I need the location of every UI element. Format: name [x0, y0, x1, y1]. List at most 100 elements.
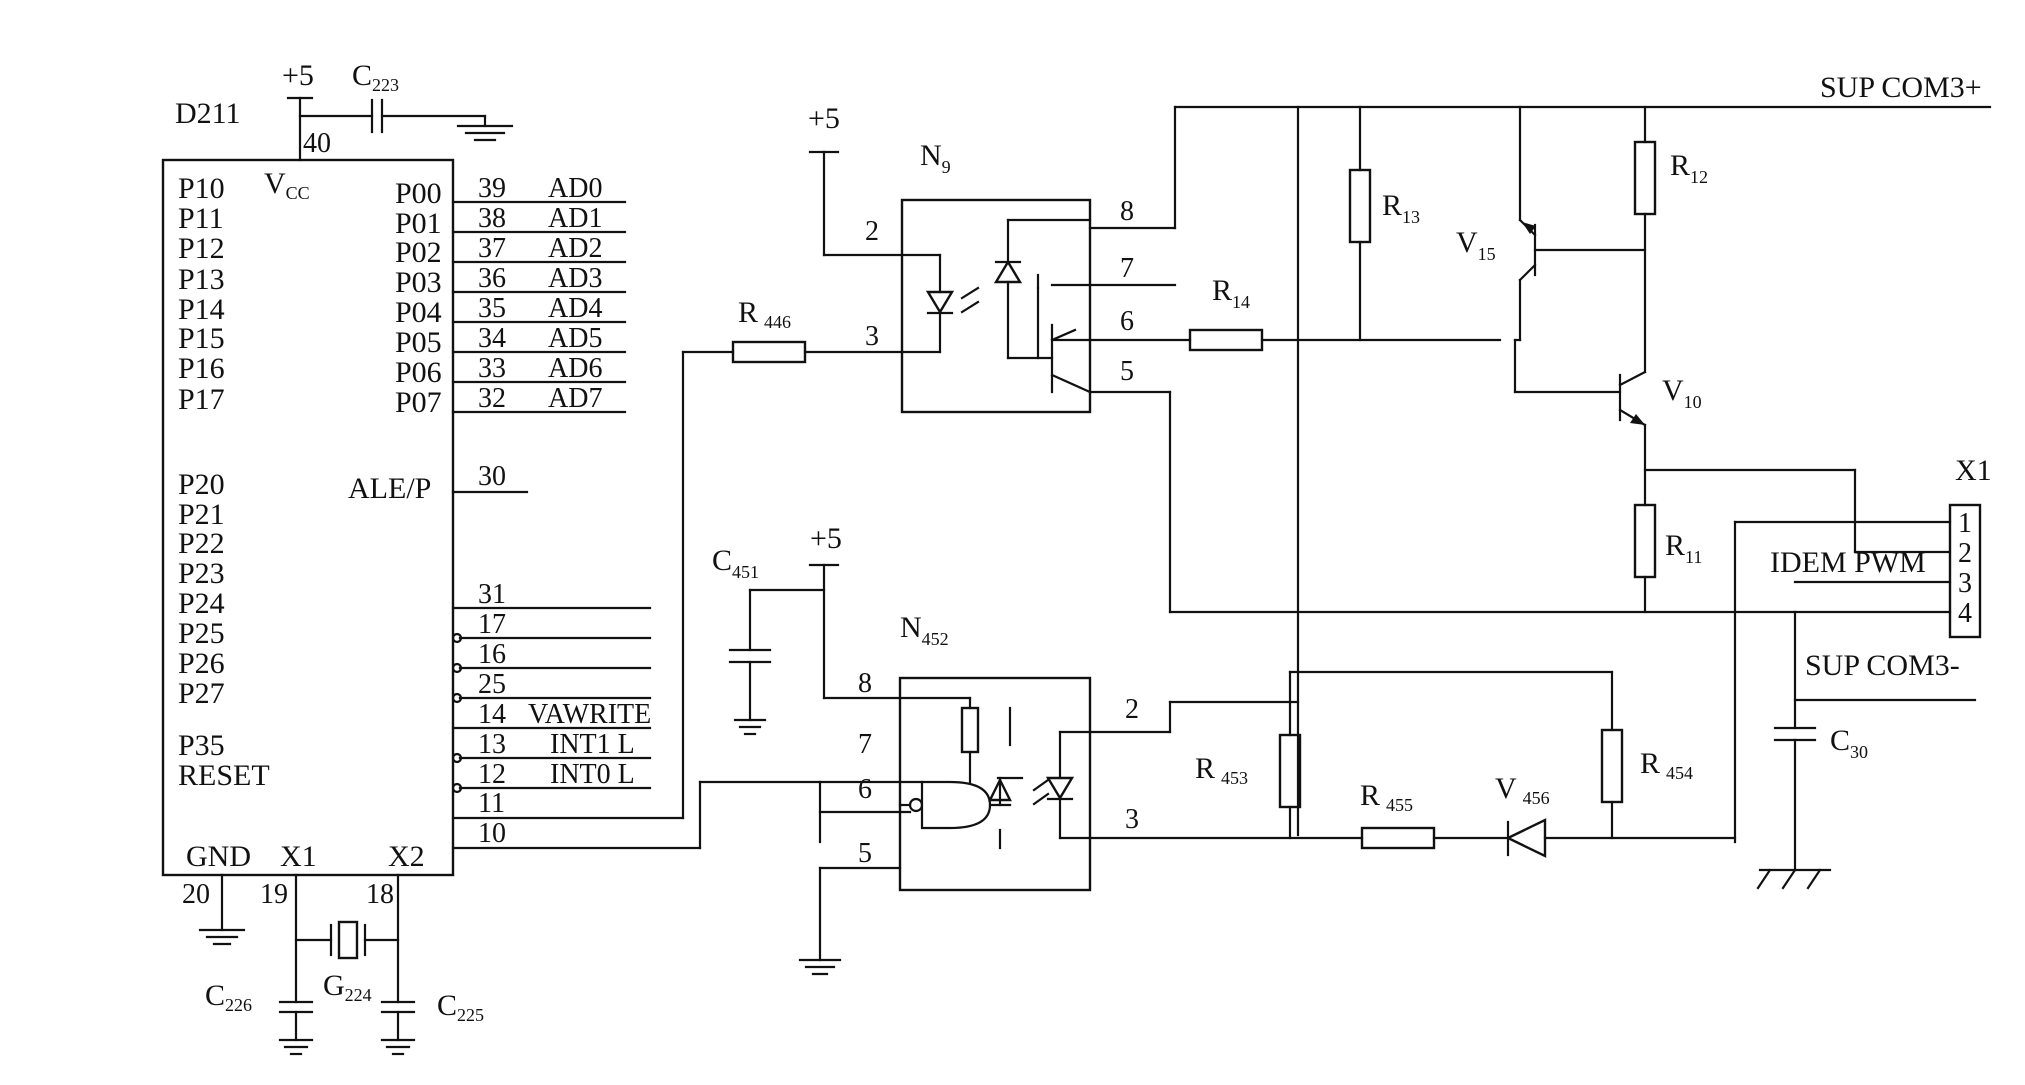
- pin-label-p12: P12: [178, 232, 225, 265]
- resistor-r14: R14: [1188, 274, 1502, 352]
- g224-label: G224: [323, 969, 372, 1005]
- mcu-right-pins: P00 P01 P02 P03 P04 P05 P06 P07: [395, 177, 442, 419]
- vawrite-label: VAWRITE: [528, 699, 651, 730]
- mcu-d211: D211 VCC P10 P11 P12 P13 P14 P15 P16 P17…: [161, 97, 651, 877]
- n9-pin-2: 2: [865, 216, 879, 247]
- pin-num-20: 20: [182, 879, 210, 910]
- pin-label-p06: P06: [395, 356, 442, 389]
- mcu-vcc-label: VCC: [264, 167, 310, 203]
- ad0-label: AD0: [548, 173, 602, 204]
- c30-label: C30: [1830, 724, 1868, 762]
- resistor-r13: R13: [1348, 105, 1420, 342]
- plus5-n9: +5: [808, 102, 840, 135]
- int1-label: INT1 L: [550, 729, 635, 760]
- ad3-label: AD3: [548, 263, 602, 294]
- pin-label-p23: P23: [178, 557, 225, 590]
- n9-pin-7: 7: [1120, 253, 1134, 284]
- c225-label: C225: [437, 989, 484, 1025]
- x2-pin-label: X2: [388, 840, 425, 873]
- n452-pin-2: 2: [1125, 694, 1139, 725]
- n452-label: N452: [900, 611, 949, 649]
- x1-pin-4: 4: [1958, 598, 1972, 629]
- n452-pin-3: 3: [1125, 804, 1139, 835]
- c451-label: C451: [712, 544, 759, 582]
- pin-label-p25: P25: [178, 617, 225, 650]
- pin-label-p26: P26: [178, 647, 225, 680]
- x1-pin-3: 3: [1958, 568, 1972, 599]
- x1-pin-1: 1: [1958, 508, 1972, 539]
- vcc-c223: +5 40 C223: [282, 59, 514, 162]
- x1-pin-label: X1: [280, 840, 317, 873]
- mcu-gnd-ground: 20: [182, 873, 246, 946]
- pin-label-p00: P00: [395, 177, 442, 210]
- v15-label: V15: [1456, 226, 1496, 264]
- n452-pin-7: 7: [858, 729, 872, 760]
- pin-label-p10: P10: [178, 172, 225, 205]
- pin-label-p20: P20: [178, 468, 225, 501]
- crystal-g224: [337, 920, 359, 960]
- pin-num-34: 34: [478, 323, 506, 354]
- gnd-label: GND: [186, 840, 251, 873]
- mcu-ref: D211: [175, 97, 241, 130]
- n9-pin-3: 3: [865, 321, 879, 352]
- pin-num-35: 35: [478, 293, 506, 324]
- capacitor-c30: C30: [1756, 724, 1868, 890]
- n452-pin-8: 8: [858, 668, 872, 699]
- x1-body: [1948, 503, 1982, 639]
- r12-label: R12: [1670, 149, 1708, 187]
- pin-num-18: 18: [366, 879, 394, 910]
- ad4-label: AD4: [548, 293, 602, 324]
- crystal-section: 19 18 G224 C226 C225: [205, 873, 484, 1056]
- n9-pin-8: 8: [1120, 196, 1134, 227]
- n9-body: [900, 198, 1092, 414]
- pin-num-14: 14: [478, 699, 506, 730]
- pin-num-38: 38: [478, 203, 506, 234]
- resistor-r12: R12: [1633, 105, 1708, 374]
- pin-num-32: 32: [478, 383, 506, 414]
- n452-pin-5: 5: [858, 838, 872, 869]
- resistor-r11: R11: [1633, 468, 1952, 614]
- mcu-body: [161, 158, 455, 877]
- pin-label-p22: P22: [178, 527, 225, 560]
- ad1-label: AD1: [548, 203, 602, 234]
- pin-label-p03: P03: [395, 266, 442, 299]
- pin-label-p17: P17: [178, 383, 225, 416]
- pin-label-p11: P11: [178, 202, 224, 235]
- pin-label-p15: P15: [178, 322, 225, 355]
- pin-num-31: 31: [478, 579, 506, 610]
- pin-label-p07: P07: [395, 386, 442, 419]
- pin-label-p02: P02: [395, 236, 442, 269]
- pin-num-33: 33: [478, 353, 506, 384]
- connector-x1: X1 1 2 3 4: [1948, 454, 1992, 639]
- r14-label: R14: [1212, 274, 1250, 312]
- x1-pin-2: 2: [1958, 538, 1972, 569]
- pin-num-12: 12: [478, 759, 506, 790]
- r13-label: R13: [1382, 189, 1420, 227]
- pin-num-17: 17: [478, 609, 506, 640]
- pin-label-p27: P27: [178, 677, 225, 710]
- pin-label-p05: P05: [395, 326, 442, 359]
- plus5-mcu: +5: [282, 59, 314, 92]
- pin-num-16: 16: [478, 639, 506, 670]
- c226-label: C226: [205, 979, 252, 1015]
- pin-num-37: 37: [478, 233, 506, 264]
- pin-label-reset: RESET: [178, 759, 270, 792]
- r11-label: R11: [1665, 529, 1702, 567]
- port-pin-numbers: 39 38 37 36 35 34 33 32: [478, 173, 506, 414]
- n9-pin-5: 5: [1120, 356, 1134, 387]
- pin-num-25: 25: [478, 669, 506, 700]
- pin-num-30: 30: [478, 461, 506, 492]
- pin-label-p21: P21: [178, 498, 225, 531]
- int0-label: INT0 L: [550, 759, 635, 790]
- pin-label-p35: P35: [178, 729, 225, 762]
- pin-num-39: 39: [478, 173, 506, 204]
- c223-label: C223: [352, 59, 399, 95]
